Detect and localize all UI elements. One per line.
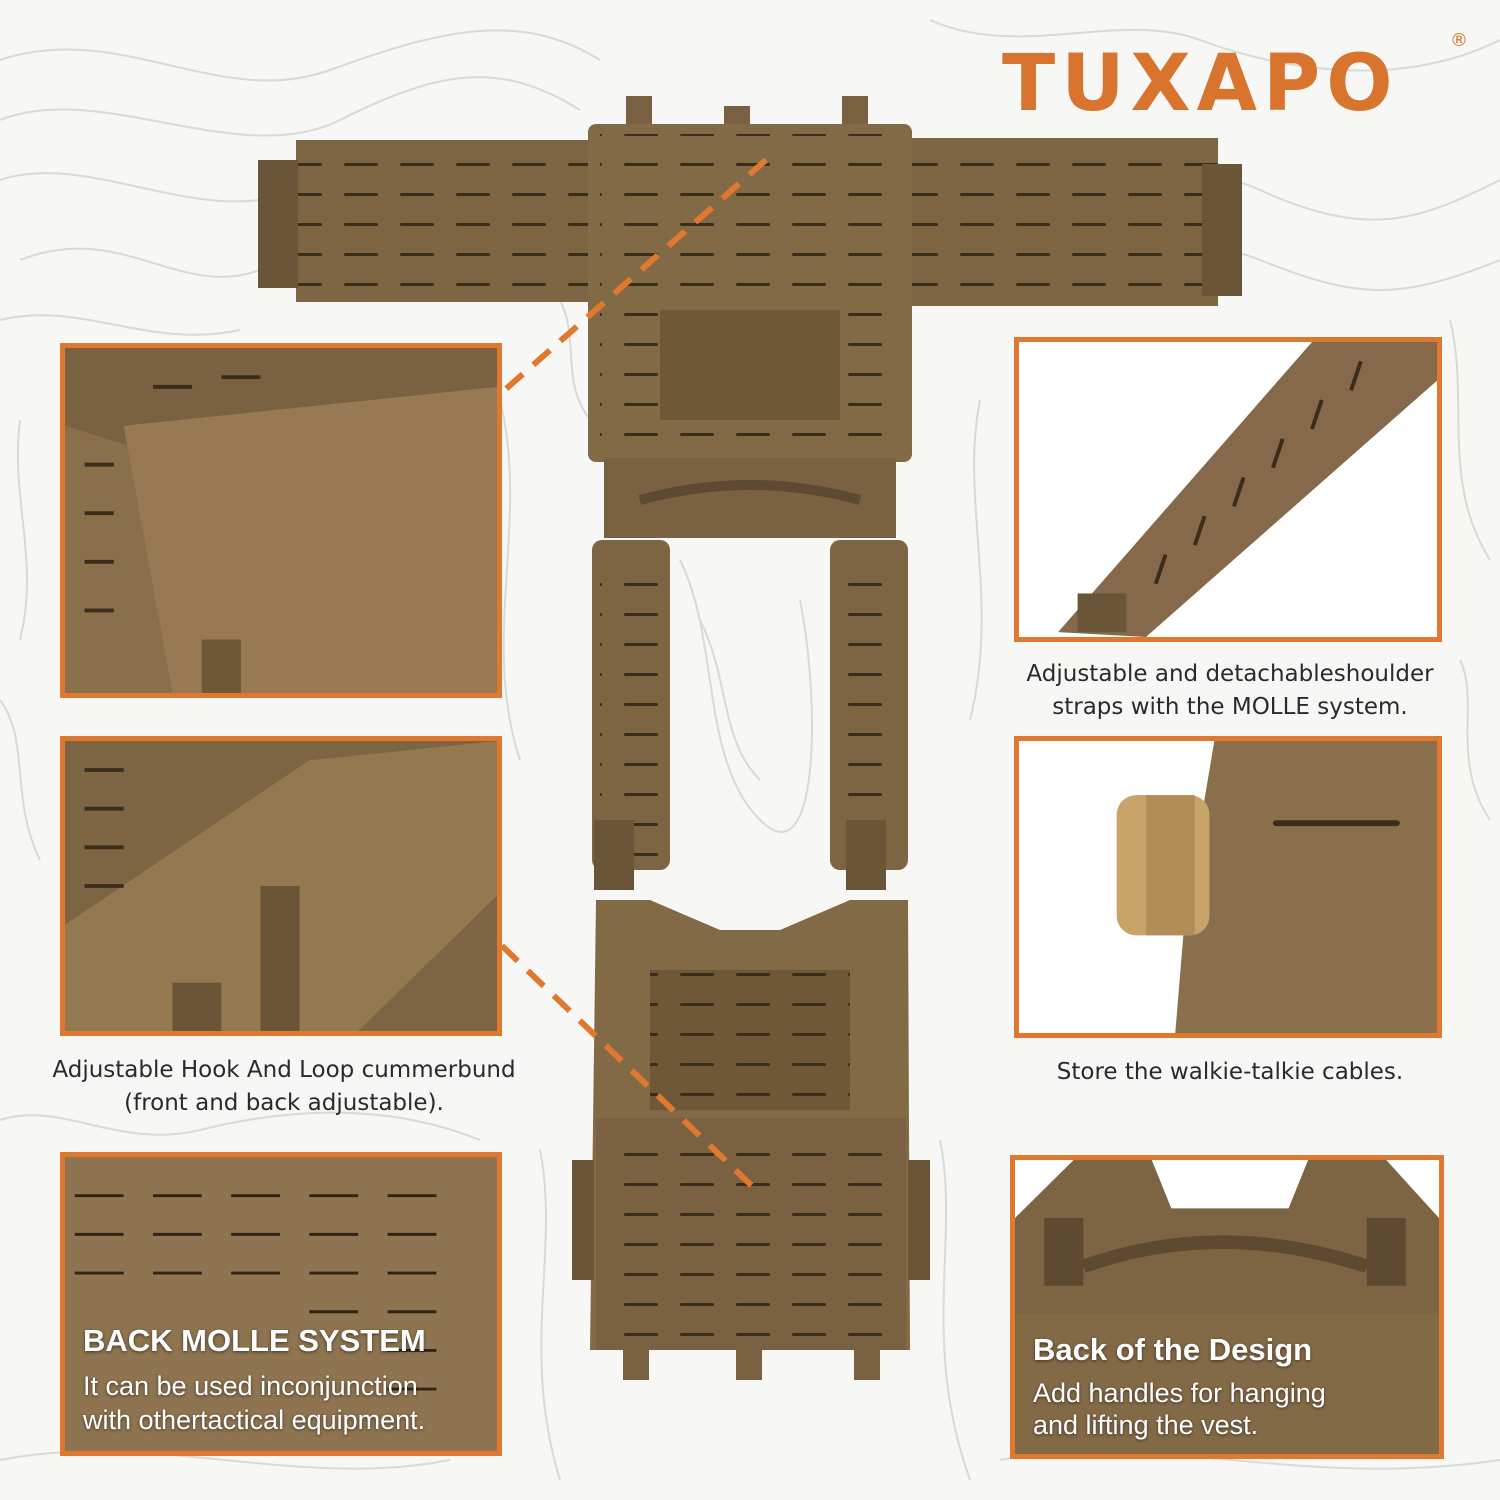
cable-loop-closeup-icon — [1019, 741, 1437, 1033]
back-handle-closeup-icon — [1015, 1160, 1439, 1454]
back-molle-panel: BACK MOLLE SYSTEM It can be used inconju… — [60, 1152, 502, 1456]
shoulder-strap-panel — [1014, 337, 1442, 642]
cummerbund-open-panel — [60, 736, 502, 1036]
back-design-line1: Add handles for hanging — [1033, 1378, 1326, 1408]
back-design-line2: and lifting the vest. — [1033, 1410, 1259, 1440]
cummerbund-detail-panel — [60, 343, 502, 698]
shoulder-caption-line1: Adjustable and detachableshoulder — [1026, 661, 1434, 687]
brand-logo: TUXAPO — [1002, 39, 1399, 129]
cummerbund-closeup-icon — [65, 348, 497, 693]
shoulder-caption: Adjustable and detachableshoulder straps… — [1010, 658, 1450, 724]
cummerbund-caption-line2: (front and back adjustable). — [124, 1090, 444, 1116]
molle-grid-closeup-icon — [65, 1157, 497, 1451]
shoulder-strap-closeup-icon — [1019, 342, 1437, 637]
cable-storage-panel — [1014, 736, 1442, 1038]
cables-caption: Store the walkie-talkie cables. — [1056, 1059, 1404, 1085]
cummerbund-open-closeup-icon — [65, 741, 497, 1031]
back-molle-line1: It can be used inconjunction — [83, 1371, 418, 1401]
cummerbund-caption-line1: Adjustable Hook And Loop cummerbund — [52, 1057, 516, 1083]
back-molle-line2: with othertactical equipment. — [83, 1405, 426, 1435]
back-design-title: Back of the Design — [1033, 1332, 1313, 1367]
shoulder-caption-line2: straps with the MOLLE system. — [1052, 694, 1408, 720]
back-design-panel: Back of the Design Add handles for hangi… — [1010, 1155, 1444, 1459]
cummerbund-caption: Adjustable Hook And Loop cummerbund (fro… — [24, 1054, 544, 1120]
back-molle-title: BACK MOLLE SYSTEM — [83, 1323, 426, 1358]
registered-mark: ® — [1450, 30, 1468, 51]
